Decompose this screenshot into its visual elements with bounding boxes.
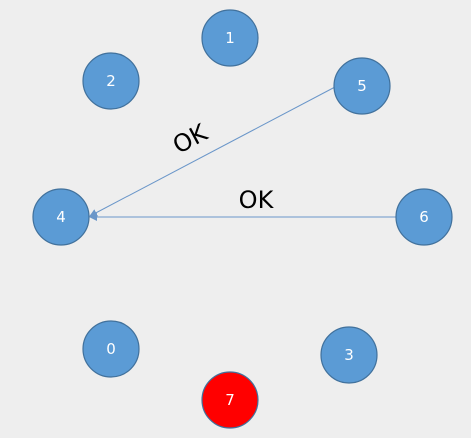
node-5-label: 5 — [357, 77, 367, 95]
edge-5-to-4: OK — [89, 86, 336, 217]
node-3[interactable]: 3 — [320, 326, 378, 384]
edge-5-to-4-line — [89, 86, 336, 217]
node-6-label: 6 — [419, 208, 429, 226]
node-0[interactable]: 0 — [82, 320, 140, 378]
edge-6-to-4-label: OK — [239, 186, 275, 214]
node-2-circle[interactable] — [82, 52, 140, 110]
node-1-label: 1 — [225, 29, 235, 47]
node-5[interactable]: 5 — [333, 57, 391, 115]
node-6-circle[interactable] — [395, 188, 453, 246]
node-3-label: 3 — [344, 346, 354, 364]
node-4-circle[interactable] — [32, 188, 90, 246]
node-7[interactable]: 7 — [201, 371, 259, 429]
node-2[interactable]: 2 — [82, 52, 140, 110]
node-0-label: 0 — [106, 340, 116, 358]
node-7-circle[interactable] — [201, 371, 259, 429]
edge-6-to-4: OK — [89, 186, 397, 221]
node-3-circle[interactable] — [320, 326, 378, 384]
node-1-circle[interactable] — [201, 9, 259, 67]
node-7-label: 7 — [225, 391, 235, 409]
edge-5-to-4-label: OK — [168, 118, 213, 160]
node-0-circle[interactable] — [82, 320, 140, 378]
node-4[interactable]: 4 — [32, 188, 90, 246]
node-4-label: 4 — [56, 208, 66, 226]
node-2-label: 2 — [106, 72, 116, 90]
node-5-circle[interactable] — [333, 57, 391, 115]
node-6[interactable]: 6 — [395, 188, 453, 246]
node-1[interactable]: 1 — [201, 9, 259, 67]
